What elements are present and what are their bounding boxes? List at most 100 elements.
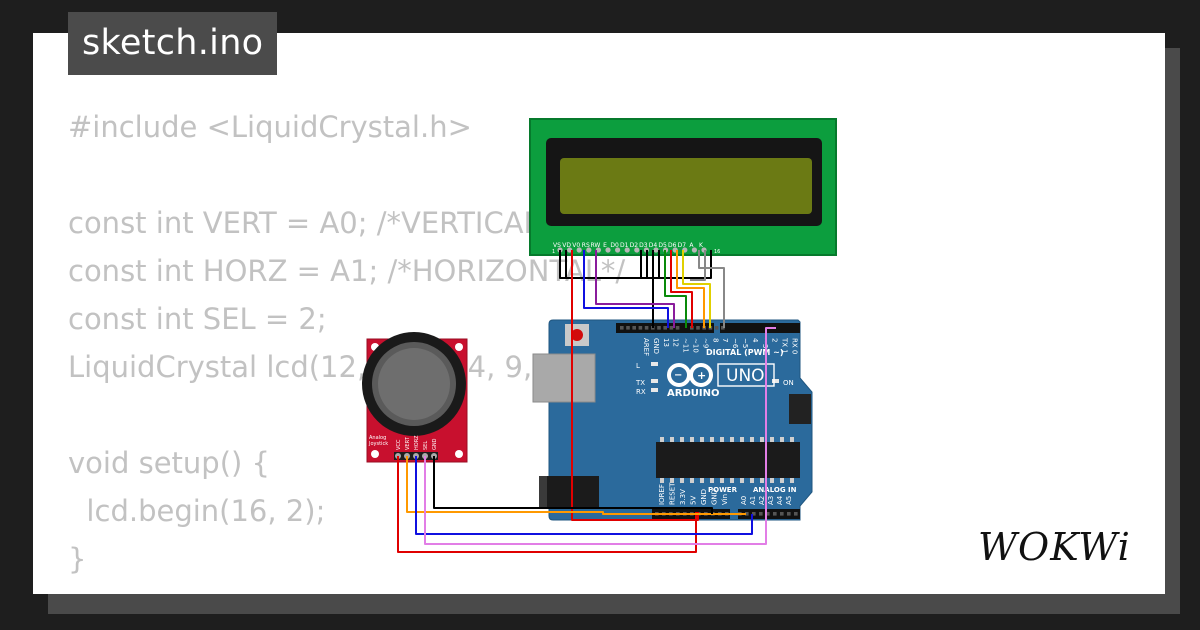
digital-pin-label: 13 xyxy=(662,338,670,347)
chip-leg xyxy=(790,437,794,442)
wire-joy-vcc xyxy=(397,456,697,553)
chip-leg xyxy=(750,437,754,442)
power-pin-label: IOREF xyxy=(658,484,666,505)
chip-leg xyxy=(750,478,754,483)
chip-leg xyxy=(670,437,674,442)
chip-leg xyxy=(710,437,714,442)
lcd-pin-label: D6 xyxy=(668,242,677,249)
lcd-pin-label: E xyxy=(603,242,607,249)
lcd-pin-label: D7 xyxy=(678,242,687,249)
digital-pin-label: 12 xyxy=(672,338,680,347)
bottom-hole xyxy=(794,512,798,516)
chip-leg xyxy=(740,478,744,483)
digital-label: DIGITAL (PWM ~) xyxy=(706,348,784,357)
lcd-pin xyxy=(595,247,602,253)
bottom-hole xyxy=(745,512,749,516)
led-label: TX xyxy=(635,379,645,387)
digital-pin-label: RX 0 xyxy=(791,338,799,354)
analog-label: ANALOG IN xyxy=(753,486,797,494)
lcd-pin-label: V0 xyxy=(572,242,580,249)
lcd-pin-label: A xyxy=(689,242,694,249)
code-line: const int HORZ = A1; /*HORIZONTAL*/ xyxy=(68,254,626,288)
wire-lcd-d6 xyxy=(676,250,705,328)
wire-lcd-d7 xyxy=(682,250,711,328)
chip-leg xyxy=(700,437,704,442)
chip-leg xyxy=(780,478,784,483)
chip-leg xyxy=(670,478,674,483)
joystick-pin-label: GND xyxy=(432,438,438,450)
lcd-pin-label: RW xyxy=(590,242,600,249)
lcd-pin-label: D2 xyxy=(630,242,639,249)
digital-hole xyxy=(620,326,624,330)
joystick-label-2: Joystick xyxy=(368,441,388,447)
lcd-pin xyxy=(653,247,659,253)
led-label: L xyxy=(636,362,640,370)
chip-leg xyxy=(690,437,694,442)
digital-hole xyxy=(714,326,719,330)
led-label: ON xyxy=(783,379,794,387)
wire-lcd-gnd xyxy=(559,250,712,328)
lcd-pin xyxy=(576,247,582,253)
wire-lcd-e xyxy=(595,250,675,328)
lcd-pin-label: D3 xyxy=(639,242,648,249)
arduino-brand: ARDUINO xyxy=(667,388,719,399)
power-pin-label: GND xyxy=(700,489,708,505)
digital-pin-label: ~11 xyxy=(682,338,690,353)
wire-lcd-rs xyxy=(583,250,669,328)
chip-leg xyxy=(720,437,724,442)
analog-pin-label: A3 xyxy=(767,496,775,505)
code-line: } xyxy=(68,542,87,576)
lcd-pin xyxy=(615,247,621,253)
joystick-pin-label: VERT xyxy=(405,436,411,450)
sketch-filename: sketch.ino xyxy=(68,12,278,75)
joystick-label-1: Analog xyxy=(369,435,386,441)
bottom-hole xyxy=(766,512,770,516)
lcd-pin-label: D1 xyxy=(620,242,629,249)
power-pin-label: 3.3V xyxy=(679,489,687,505)
digital-hole xyxy=(675,326,680,330)
digital-pin-label: ~5 xyxy=(741,338,749,348)
bottom-hole xyxy=(759,512,763,516)
wire-lcd-vdd xyxy=(571,250,699,521)
lcd-pin-label: D4 xyxy=(649,242,658,249)
digital-pin-label: ~9 xyxy=(701,338,709,348)
uno-model: UNO xyxy=(726,366,765,386)
digital-pin-label: 4 xyxy=(751,338,759,343)
led xyxy=(651,388,658,392)
lcd-pin-label: K xyxy=(699,242,704,249)
chip-leg xyxy=(720,478,724,483)
digital-pin-label: 7 xyxy=(721,338,729,342)
joystick-pin-label: HORZ xyxy=(414,435,420,450)
lcd-pin xyxy=(634,247,640,253)
joystick-pin-label: VCC xyxy=(396,439,402,450)
chip-leg xyxy=(730,478,734,483)
bottom-hole xyxy=(787,512,791,516)
bottom-hole xyxy=(780,512,784,516)
digital-hole xyxy=(657,326,661,330)
chip-leg xyxy=(770,478,774,483)
led xyxy=(651,362,658,366)
lcd-pin xyxy=(691,247,698,253)
lcd-pin-first: 1 xyxy=(552,249,555,255)
lcd-pin-label: VD xyxy=(562,242,571,249)
digital-hole xyxy=(696,326,700,330)
wire-joy-gnd xyxy=(433,456,713,514)
power-pin-label: RESET xyxy=(669,482,677,505)
power-label: POWER xyxy=(708,486,738,494)
wire-lcd-a xyxy=(690,250,725,328)
chip-leg xyxy=(660,478,664,483)
chip-leg xyxy=(710,478,714,483)
lcd-pin-label: RS xyxy=(582,242,590,249)
analog-pin-label: A4 xyxy=(776,495,784,505)
digital-pin-label: ~6 xyxy=(731,338,739,349)
digital-hole xyxy=(638,326,643,330)
lcd-pin-last: 16 xyxy=(714,249,720,255)
arduino-logo: − + xyxy=(667,363,713,387)
